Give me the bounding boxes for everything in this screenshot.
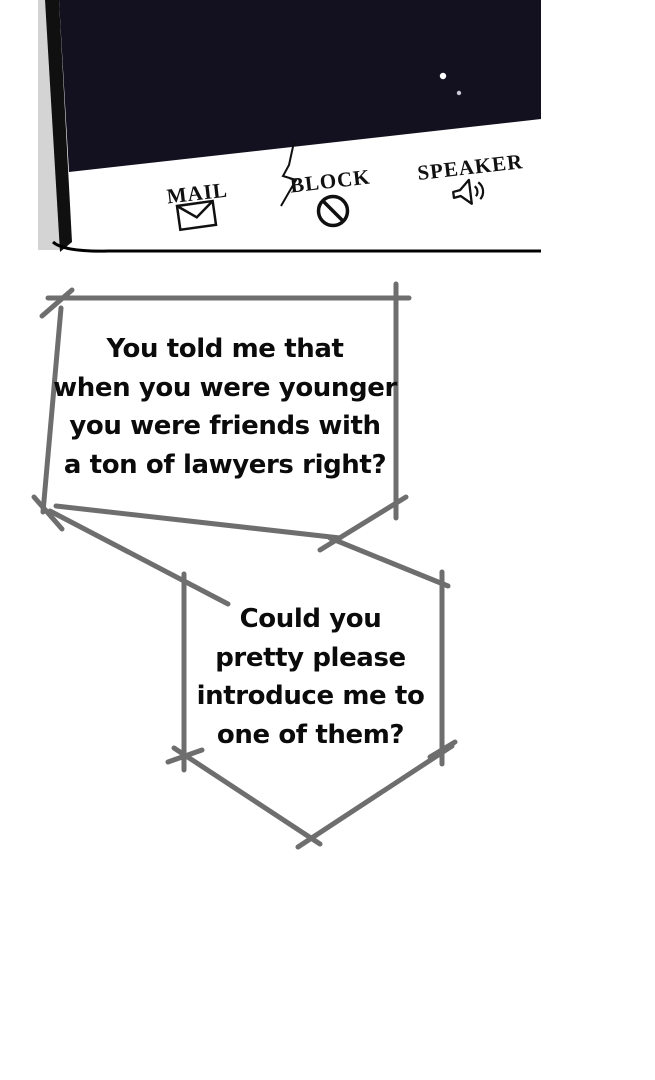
star-dot (456, 90, 462, 96)
bubble-1-text: You told me that when you were younger y… (53, 334, 397, 480)
block-icon (316, 194, 350, 228)
phone-frame (45, 0, 72, 252)
star-dot (439, 72, 447, 80)
scratch-mark (280, 141, 298, 207)
panel-bottom-border (51, 240, 541, 253)
phone-option-mail: MAIL (165, 178, 229, 232)
bubble-2-text: Could you pretty please introduce me to … (196, 604, 425, 750)
phone-option-speaker: SPEAKER (416, 149, 524, 205)
phone-panel-art: MAIL BLOCK SPEAKER (38, 0, 541, 253)
mail-icon (175, 199, 218, 232)
phone-screen (59, 0, 541, 172)
speaker-label: SPEAKER (416, 149, 524, 185)
block-label: BLOCK (289, 165, 372, 198)
phone-panel: MAIL BLOCK SPEAKER (38, 0, 541, 256)
speaker-icon (452, 178, 485, 205)
phone-option-block: BLOCK (289, 165, 372, 228)
